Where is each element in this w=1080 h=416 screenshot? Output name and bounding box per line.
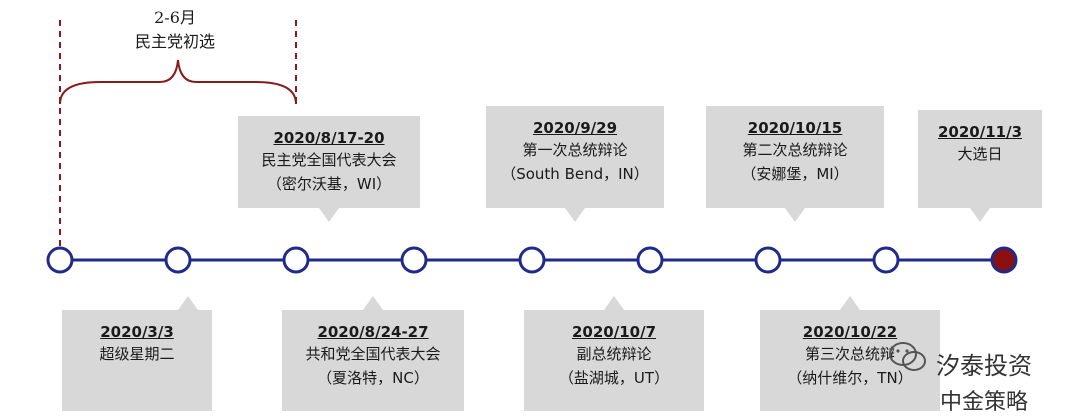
wechat-icon xyxy=(889,342,926,371)
timeline-node xyxy=(282,246,310,274)
event-title: 第一次总统辩论 xyxy=(522,141,628,159)
event-date: 2020/10/7 xyxy=(571,323,657,341)
timeline-node xyxy=(636,246,664,274)
bracket-label: 2-6月 民主党初选 xyxy=(90,6,260,54)
watermark-line1: 汐泰投资 xyxy=(936,352,1032,380)
timeline-node xyxy=(46,246,74,274)
event-location: （盐湖城，UT） xyxy=(558,369,670,387)
event-date: 2020/8/24-27 xyxy=(317,323,429,341)
event-title: 副总统辩论 xyxy=(576,345,652,363)
curly-brace xyxy=(59,59,297,105)
callout-debate-3: 2020/10/22 第三次总统辩 （纳什维尔，TN） xyxy=(760,296,940,411)
event-title: 第三次总统辩 xyxy=(804,345,895,363)
callout-vp-debate: 2020/10/7 副总统辩论 （盐湖城，UT） xyxy=(524,296,704,411)
callout-debate-1: 2020/9/29 第一次总统辩论 （South Bend，IN） xyxy=(486,106,664,222)
event-location: （South Bend，IN） xyxy=(501,165,649,183)
event-date: 2020/3/3 xyxy=(100,323,174,341)
event-date: 2020/10/22 xyxy=(802,323,898,341)
callout-rnc: 2020/8/24-27 共和党全国代表大会 （夏洛特，NC） xyxy=(282,296,464,411)
event-location: （纳什维尔，TN） xyxy=(787,369,913,387)
event-date: 2020/9/29 xyxy=(532,119,618,137)
event-location: （夏洛特，NC） xyxy=(317,369,429,387)
callout-election-day: 2020/11/3 大选日 xyxy=(918,110,1042,222)
event-title: 超级星期二 xyxy=(99,345,175,363)
timeline-node xyxy=(400,246,428,274)
event-title: 共和党全国代表大会 xyxy=(305,345,441,363)
event-date: 2020/8/17-20 xyxy=(273,129,385,147)
event-location: （密尔沃基，WI） xyxy=(266,175,392,193)
event-location: （安娜堡，MI） xyxy=(741,165,849,183)
callout-debate-2: 2020/10/15 第二次总统辩论 （安娜堡，MI） xyxy=(706,106,884,222)
timeline-node xyxy=(518,246,546,274)
event-date: 2020/10/15 xyxy=(747,119,843,137)
timeline-node xyxy=(754,246,782,274)
event-title: 第二次总统辩论 xyxy=(742,141,848,159)
timeline-node xyxy=(872,246,900,274)
bracket-label-line2: 民主党初选 xyxy=(134,32,215,51)
callout-dnc: 2020/8/17-20 民主党全国代表大会 （密尔沃基，WI） xyxy=(238,116,420,222)
event-date: 2020/11/3 xyxy=(937,123,1023,141)
timeline-node-final xyxy=(990,246,1018,274)
timeline-node xyxy=(164,246,192,274)
bracket-label-line1: 2-6月 xyxy=(154,8,196,27)
event-title: 大选日 xyxy=(957,145,1003,163)
event-title: 民主党全国代表大会 xyxy=(261,151,397,169)
watermark-line2: 中金策略 xyxy=(940,390,1029,415)
callout-super-tuesday: 2020/3/3 超级星期二 xyxy=(62,296,212,411)
